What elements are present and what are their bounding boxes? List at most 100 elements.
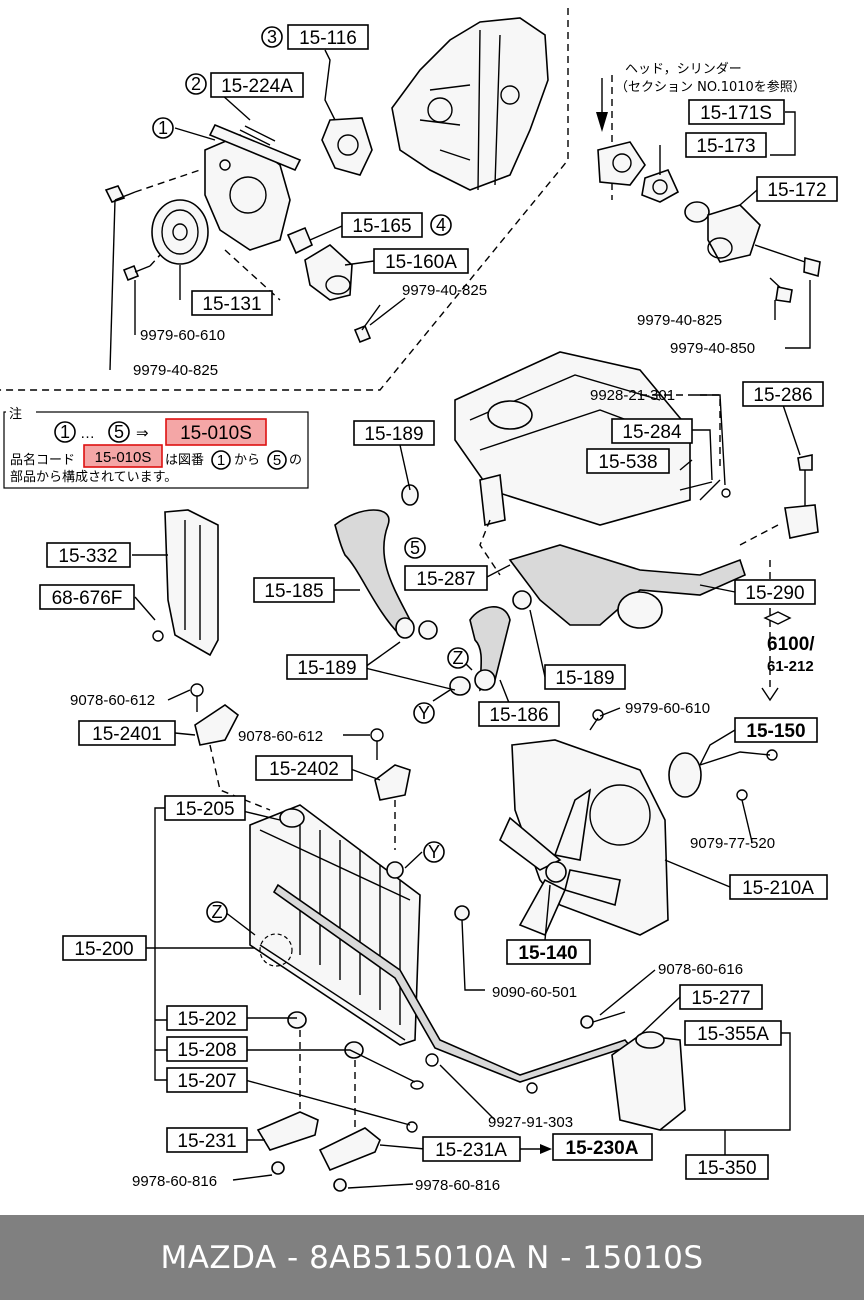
svg-text:15-140: 15-140	[518, 943, 577, 964]
svg-text:15-189: 15-189	[555, 668, 614, 689]
svg-text:から: から	[234, 453, 260, 468]
part-label-15-538: 15-538	[586, 448, 670, 474]
svg-text:15-173: 15-173	[696, 136, 755, 157]
svg-text:15-185: 15-185	[264, 581, 323, 602]
part-label-15-165: 15-165	[341, 212, 423, 238]
part-label-15-231: 15-231	[166, 1127, 248, 1153]
svg-text:15-202: 15-202	[177, 1009, 236, 1030]
bolt-code: 9078-60-612	[70, 692, 155, 709]
svg-text:15-286: 15-286	[753, 385, 812, 406]
header-note-line2: （セクション NO.1010を参照）	[615, 79, 806, 95]
part-label-15-189-right: 15-189	[544, 664, 626, 690]
note-code-highlight: 15-010S	[180, 423, 252, 444]
page-reference: 6100/ 61-212	[763, 611, 815, 675]
svg-text:15-208: 15-208	[177, 1040, 236, 1061]
bolt-code: 9979-40-825	[637, 312, 722, 329]
bolt-code: 9928-21-301	[590, 387, 675, 404]
svg-text:5: 5	[273, 452, 281, 469]
bolt-code: 9979-60-610	[140, 327, 225, 344]
bolt-code: 9978-60-816	[415, 1177, 500, 1194]
callout-3: 3	[261, 26, 283, 48]
lower-hose-drawing	[449, 590, 532, 696]
svg-text:5: 5	[410, 538, 420, 558]
part-label-15-207: 15-207	[166, 1067, 248, 1093]
svg-text:15-172: 15-172	[767, 180, 826, 201]
part-label-15-350: 15-350	[685, 1154, 769, 1180]
note-box: 注 1 … 5 ⇒ 15-010S 品名コード 15-010S は図番 1 から…	[3, 403, 309, 489]
part-label-15-140: 15-140	[506, 939, 591, 965]
callout-y-lower: Y	[423, 841, 445, 863]
svg-text:15-287: 15-287	[416, 569, 475, 590]
part-label-15-200: 15-200	[62, 935, 147, 961]
engine-block-drawing	[391, 17, 549, 191]
svg-text:15-290: 15-290	[745, 583, 804, 604]
part-label-15-231A: 15-231A	[422, 1136, 521, 1162]
svg-text:⇒: ⇒	[136, 425, 149, 442]
part-label-15-150: 15-150	[734, 717, 818, 743]
svg-text:15-2401: 15-2401	[92, 724, 162, 745]
part-label-15-2402: 15-2402	[255, 755, 353, 781]
callout-y-upper: Y	[413, 702, 435, 724]
svg-text:15-210A: 15-210A	[742, 878, 814, 899]
svg-text:1: 1	[60, 422, 70, 442]
callout-z-lower: Z	[206, 901, 228, 923]
part-label-15-202: 15-202	[166, 1005, 248, 1031]
exploded-parts-diagram: 1 2 3 4 5 Y Z Y Z ヘッド，シリンダー （セクション NO.10…	[0, 8, 838, 1194]
svg-text:部品から構成されています。: 部品から構成されています。	[10, 470, 177, 485]
svg-text:1: 1	[158, 118, 168, 138]
part-label-15-173: 15-173	[685, 132, 767, 158]
svg-text:2: 2	[191, 74, 201, 94]
part-label-15-185: 15-185	[253, 577, 335, 603]
part-label-15-230A: 15-230A	[552, 1133, 653, 1161]
bolt-code: 9978-60-816	[132, 1173, 217, 1190]
footer-part-number: MAZDA - 8AB515010A N - 15010S	[160, 1239, 704, 1276]
svg-text:15-277: 15-277	[691, 988, 750, 1009]
svg-text:61-212: 61-212	[767, 658, 814, 675]
svg-text:の: の	[289, 453, 302, 468]
bolt-code: 9079-77-520	[690, 835, 775, 852]
part-label-68-676F: 68-676F	[39, 584, 135, 610]
bolt-code: 9078-60-612	[238, 728, 323, 745]
svg-text:15-355A: 15-355A	[697, 1024, 769, 1045]
bolt-code: 9090-60-501	[492, 984, 577, 1001]
cylinder-head-drawing	[454, 351, 746, 629]
part-label-15-172: 15-172	[756, 176, 838, 202]
svg-text:Z: Z	[212, 902, 223, 922]
svg-text:Z: Z	[453, 648, 464, 668]
part-label-15-189-top: 15-189	[353, 420, 435, 446]
svg-text:15-189: 15-189	[297, 658, 356, 679]
svg-text:15-284: 15-284	[622, 422, 682, 443]
svg-text:15-207: 15-207	[177, 1071, 236, 1092]
leader-lines	[109, 49, 811, 1189]
upper-section-boundary	[0, 8, 569, 391]
part-label-15-287: 15-287	[404, 565, 488, 591]
svg-text:15-116: 15-116	[299, 28, 357, 49]
bolt-code: 9927-91-303	[488, 1114, 573, 1131]
radiator-bracket-drawing	[152, 509, 219, 657]
header-note-line1: ヘッド，シリンダー	[625, 62, 742, 77]
svg-text:6100/: 6100/	[767, 634, 815, 655]
svg-text:5: 5	[114, 422, 124, 442]
part-label-15-332: 15-332	[46, 542, 131, 568]
svg-text:15-231: 15-231	[177, 1131, 236, 1152]
part-label-15-210A: 15-210A	[729, 874, 828, 900]
svg-text:15-131: 15-131	[202, 294, 261, 315]
fan-shroud-drawing	[499, 709, 778, 937]
svg-text:15-165: 15-165	[352, 216, 411, 237]
svg-text:15-200: 15-200	[74, 939, 133, 960]
part-label-15-290: 15-290	[734, 579, 816, 605]
svg-text:15-189: 15-189	[364, 424, 423, 445]
callout-4: 4	[430, 214, 452, 236]
svg-text:15-171S: 15-171S	[700, 103, 772, 124]
bolt-code: 9979-60-610	[625, 700, 710, 717]
svg-text:68-676F: 68-676F	[52, 588, 123, 609]
bracket-15-286-drawing	[739, 454, 819, 702]
svg-text:15-160A: 15-160A	[385, 252, 457, 273]
svg-text:15-205: 15-205	[175, 799, 234, 820]
svg-text:15-150: 15-150	[746, 721, 805, 742]
svg-text:3: 3	[267, 27, 277, 47]
svg-text:は図番: は図番	[165, 453, 204, 468]
part-label-15-2401: 15-2401	[78, 720, 176, 746]
note-code-highlight-2: 15-010S	[95, 449, 152, 466]
part-label-15-171S: 15-171S	[688, 99, 785, 125]
